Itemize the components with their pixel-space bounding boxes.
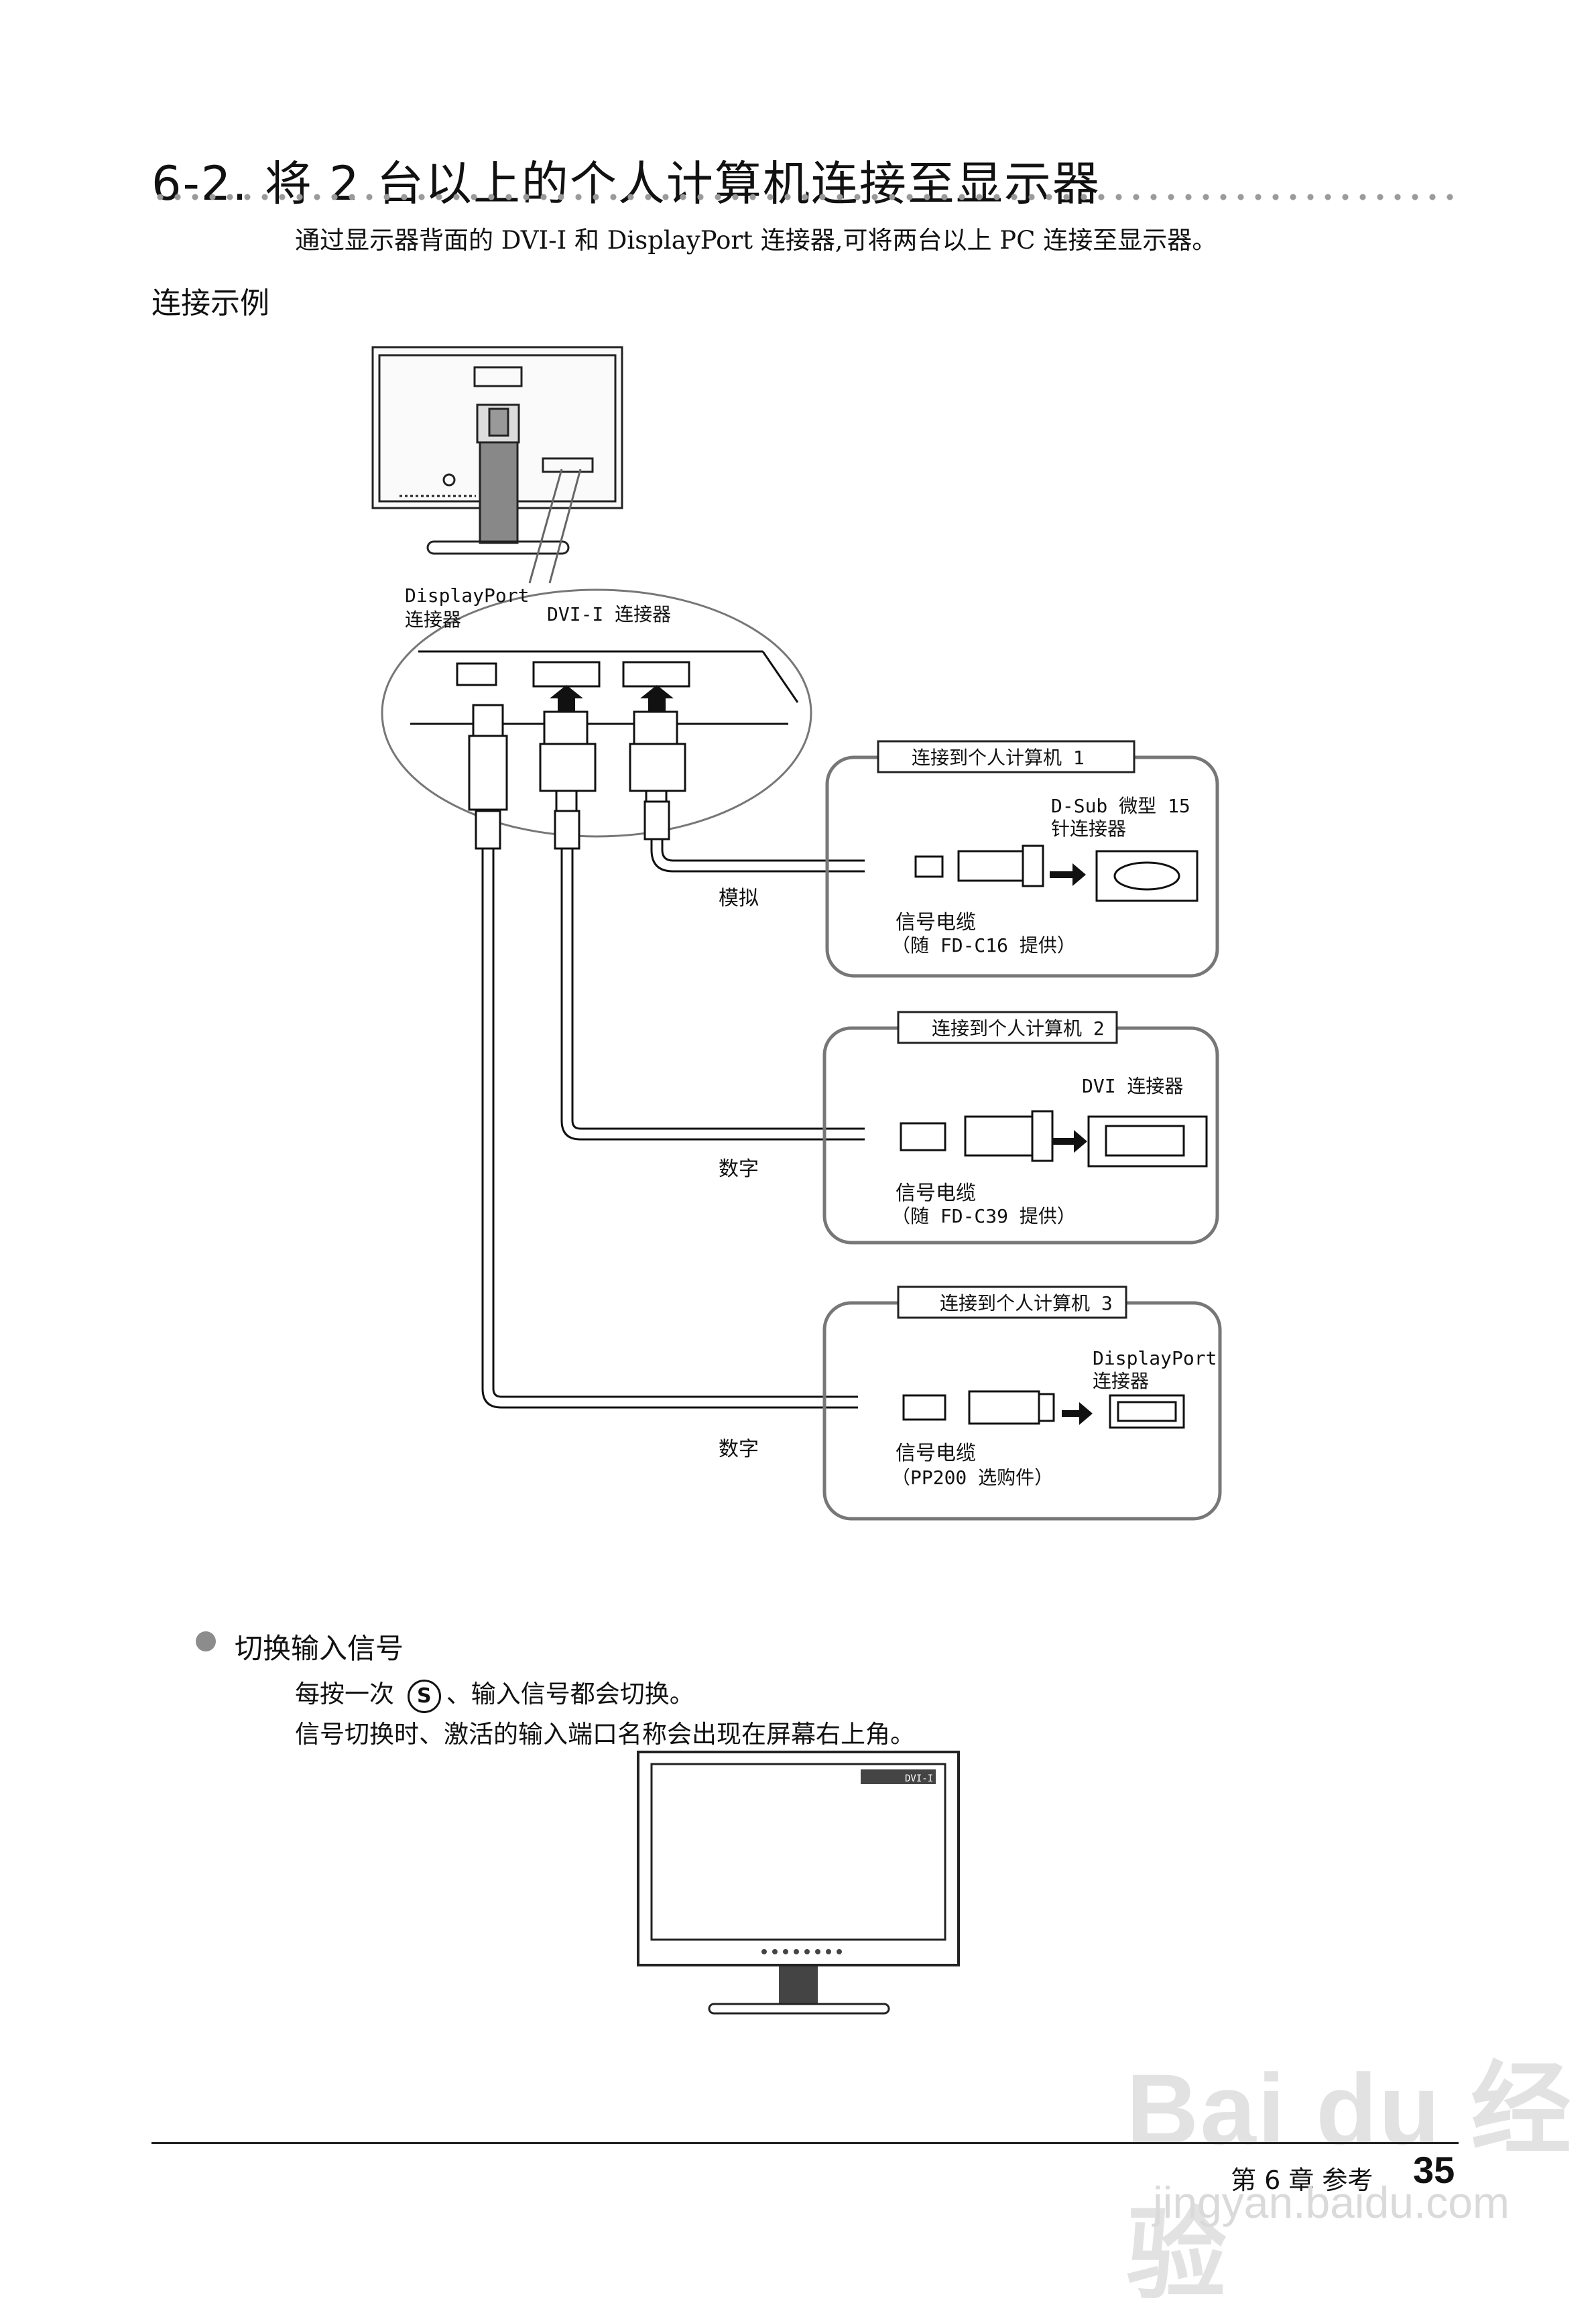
pc3-title: 连接到个人计算机 3 [940,1292,1113,1314]
vga-plug-icon [629,743,686,792]
s-button-icon: S [407,1679,441,1713]
vga-plug-icon [957,850,1024,882]
pc1-cable-line1: 信号电缆 [896,911,976,934]
screen-input-tag: DVI-I [905,1773,933,1784]
title-dotted-rule [151,192,1459,202]
section-title: 6-2. 将 2 台以上的个人计算机连接至显示器 [151,156,1101,211]
dvi-plug-1-icon [539,743,597,792]
pc3-connector-line2: 连接器 [1093,1370,1149,1392]
switching-line-2: 信号切换时、激活的输入端口名称会出现在屏幕右上角。 [295,1720,915,1749]
footer-page-number: 35 [1413,2149,1455,2191]
switching-line-1-before: 每按一次 [295,1680,394,1708]
pc2-cable-line1: 信号电缆 [896,1182,976,1205]
pc1-signal-type: 模拟 [719,887,759,910]
pc1-panel: 连接到个人计算机 1 D-Sub 微型 15 针连接器 模拟 信号电缆 （随 F… [719,740,1219,978]
footer-chapter: 第 6 章 参考 [1231,2166,1373,2195]
dvi-port-2-icon [622,661,690,688]
switching-heading: 切换输入信号 [235,1632,404,1665]
example-heading: 连接示例 [151,286,269,320]
displayport-port-icon [456,662,497,686]
switching-line-1: 每按一次 S、输入信号都会切换。 [295,1674,694,1713]
pc3-cable-line2: （PP200 选购件） [892,1466,1053,1489]
footer-rule [151,2142,1459,2144]
monitor-rear-illustration [371,346,623,555]
pc1-connector-line2: 针连接器 [1051,818,1126,840]
switching-line-1-after: 、输入信号都会切换。 [446,1680,694,1708]
pc3-panel: 连接到个人计算机 3 DisplayPort 连接器 数字 信号电缆 （PP20… [719,1286,1222,1521]
arrow-up-icon [550,685,583,712]
displayport-plug-pc-icon [968,1390,1040,1425]
pc3-cable-line1: 信号电缆 [896,1442,976,1465]
intro-text: 通过显示器背面的 DVI-I 和 DisplayPort 连接器,可将两台以上 … [295,226,1217,255]
connector-zoom-ellipse [381,588,812,838]
pc2-signal-type: 数字 [719,1157,759,1181]
pc1-title: 连接到个人计算机 1 [912,747,1085,769]
dvi-plug-2-icon [964,1115,1034,1157]
dvi-port-1-icon [532,661,601,688]
pc3-connector-line1: DisplayPort [1093,1347,1217,1369]
pc2-cable-line2: （随 FD-C39 提供） [892,1205,1076,1227]
bullet-dot-icon [196,1631,216,1651]
dvi-connector-label: DVI-I 连接器 [547,603,671,625]
pc3-signal-type: 数字 [719,1438,759,1461]
pc1-connector-line1: D-Sub 微型 15 [1051,795,1190,817]
arrow-up-icon [640,685,674,712]
pc2-panel: 连接到个人计算机 2 DVI 连接器 数字 信号电缆 （随 FD-C39 提供） [719,1011,1219,1245]
displayport-plug-icon [472,704,504,737]
displayport-label-line2: 连接器 [405,609,461,631]
displayport-label-line1: DisplayPort [405,584,529,607]
pc1-cable-line2: （随 FD-C16 提供） [892,934,1076,956]
monitor-front-illustration: DVI-I [637,1751,960,2015]
pc2-title: 连接到个人计算机 2 [932,1017,1105,1040]
arrow-right-icon [1062,1402,1093,1425]
watermark-site: jingyan.baidu.com [1153,2178,1510,2227]
connection-diagram: DisplayPort 连接器 DVI-I 连接器 连接到个人计算机 1 D-S… [371,346,1222,2015]
arrow-right-icon [1050,863,1086,886]
pc2-connector: DVI 连接器 [1082,1075,1183,1097]
arrow-right-icon [1052,1130,1087,1153]
